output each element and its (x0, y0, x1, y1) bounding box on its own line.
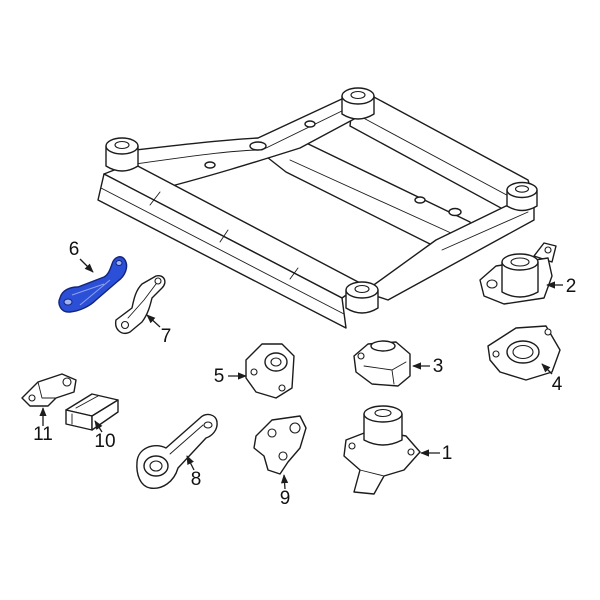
part-10-groove (71, 395, 99, 425)
part-2-tab-hole (544, 246, 552, 254)
part-7-fold (127, 283, 157, 319)
part-4-hole-left (492, 350, 500, 358)
subframe-bolt-4 (414, 196, 426, 204)
callout-8-leader (186, 455, 195, 471)
callout-labels: 1 2 3 4 5 6 7 8 9 10 11 (33, 239, 576, 509)
part-2-center-hole (510, 257, 530, 267)
subframe-bolt-1 (249, 141, 267, 151)
callout-10-number: 10 (94, 431, 115, 452)
part-7-hole-lower (120, 320, 130, 330)
subframe-boss-right (506, 181, 538, 212)
part-6-hole-lower (63, 298, 73, 306)
callout-4-leader (541, 363, 553, 375)
part-5-bushing-hole (270, 357, 282, 367)
part-6-edge (71, 279, 111, 306)
callout-1-number: 1 (442, 443, 453, 464)
part-9-hole-right (289, 422, 301, 434)
part-1-hole-left (348, 442, 356, 450)
part-9-hole-left (267, 428, 277, 438)
callout-8-number: 8 (191, 469, 202, 490)
callout-9-number: 9 (280, 488, 291, 509)
part-6-hole-upper (115, 260, 123, 266)
subframe-front-beam-edge (100, 187, 345, 315)
subframe-front-beam-rib (149, 191, 299, 280)
subframe-inner-brace-edge (289, 159, 463, 239)
part-11-bracket (21, 373, 77, 407)
callout-7-leader (146, 314, 161, 328)
part-4-center-hole (512, 344, 534, 360)
callout-5-number: 5 (214, 366, 225, 387)
part-9-hole-bottom (278, 451, 288, 461)
part-3-edge (363, 361, 407, 385)
callout-9-leader (280, 474, 289, 490)
subframe (97, 87, 538, 329)
callout-6-leader (79, 258, 94, 273)
part-8-bushing-hole (149, 460, 163, 472)
part-5-mount (245, 343, 295, 399)
part-2-bolt-hole (486, 279, 498, 289)
part-11-hole-left (28, 394, 36, 402)
subframe-bolt-5 (204, 161, 216, 169)
part-1-mount (343, 405, 421, 495)
part-2-cylinder (501, 261, 539, 298)
callout-2-number: 2 (566, 276, 577, 297)
callout-leaders (39, 258, 563, 490)
callout-10-leader (94, 420, 103, 433)
part-11-hole-right (62, 377, 72, 387)
part-8-rib (169, 424, 204, 455)
boss-right-hole (514, 185, 530, 193)
part-6-body (58, 256, 128, 313)
part-1-cylinder (363, 413, 403, 446)
part-5-hole-bottom (278, 384, 286, 392)
subframe-crossmember (117, 97, 357, 193)
subframe-boss-bottom (345, 281, 379, 314)
callout-6-number: 6 (69, 239, 80, 260)
part-7-hole-upper (154, 277, 162, 285)
subframe-boss-top-left (105, 137, 139, 172)
boss-top-right-hole (350, 90, 366, 100)
subframe-rear-rail-edge (441, 211, 529, 251)
part-5-hole-left (250, 368, 258, 376)
part-8-torque-rod (136, 413, 218, 489)
subframe-bolt-3 (448, 207, 462, 217)
part-3-hole (357, 352, 365, 360)
subframe-bolt-2 (304, 120, 316, 128)
part-2-mount (479, 242, 557, 305)
part-7-bracket (115, 274, 166, 334)
boss-top-left-hole (114, 140, 130, 150)
callout-11-number: 11 (33, 424, 53, 445)
part-3-top-ring (370, 340, 396, 352)
part-4-hole-right (544, 328, 552, 336)
part-3-mount (353, 340, 411, 387)
part-1-bracket-edge (359, 469, 385, 477)
subframe-boss-top-right (341, 87, 375, 120)
part-1-center-hole (374, 408, 392, 418)
subframe-right-rail-edge (355, 113, 517, 201)
part-11-fold (37, 381, 57, 399)
callout-3-number: 3 (433, 356, 444, 377)
part-1-hole-right (407, 448, 415, 456)
part-6-link-arm (58, 256, 128, 313)
part-9-bracket (253, 415, 307, 475)
callout-4-number: 4 (552, 374, 563, 395)
part-8-end-hole (203, 421, 213, 429)
callout-7-number: 7 (161, 326, 172, 347)
boss-bottom-hole (354, 284, 370, 294)
